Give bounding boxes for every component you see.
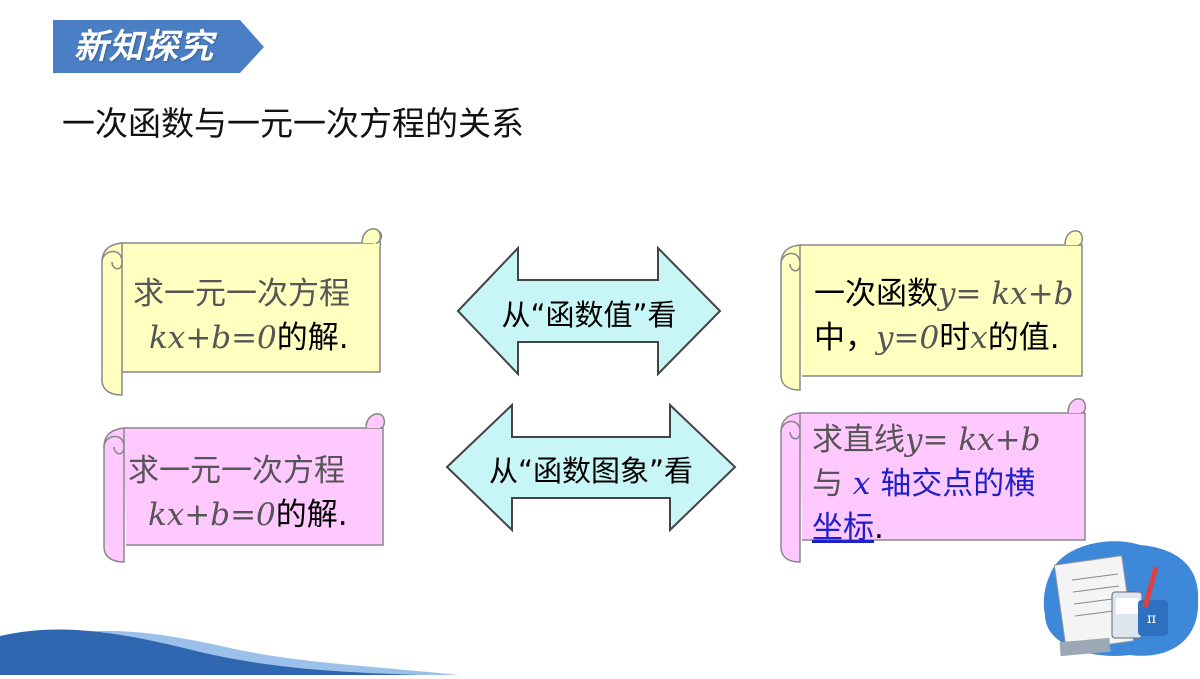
scroll-bottom-right-text: 求直线y= kx+b 与 x 轴交点的横 坐标. [812,418,1040,550]
scroll-top-left-eq: kx+b=0 [149,320,277,356]
scroll-top-right-line2-post: 的值. [987,320,1060,356]
scroll-bottom-right [780,398,1087,563]
scroll-top-left-suffix: 的解. [276,320,349,356]
scroll-top-right [780,230,1084,391]
scroll-top-left-line1: 求一元一次方程 [133,276,350,312]
scroll-bottom-left [103,413,386,563]
double-arrow-bottom [445,402,737,533]
scroll-top-right-line2-pre: 中， [814,320,876,356]
scroll-top-right-text: 一次函数y= kx+b 中，y=0时x的值. [814,272,1073,360]
arrow-bottom-label: 从“函数图象”看 [488,454,694,488]
scroll-bottom-right-line2-pre: 与 [812,466,853,502]
scroll-top-right-line1-pre: 一次函数 [814,276,938,312]
scroll-top-right-line2-var: x [970,320,988,356]
scroll-bottom-right-line3-post: . [874,510,884,546]
math-tools-illustration [1043,541,1199,657]
scroll-top-right-line2-mid: 时 [939,320,971,356]
scroll-bottom-left-eq: kx+b=0 [148,497,276,533]
scroll-bottom-right-line2-mid: 轴交点的 [870,466,1005,502]
scroll-bottom-right-line1-pre: 求直线 [812,422,905,458]
scroll-top-left-text: 求一元一次方程 kx+b=0的解. [133,272,350,360]
scroll-bottom-left-suffix: 的解. [275,497,348,533]
arrow-top-label: 从“函数值”看 [501,298,677,332]
scroll-bottom-left-line1: 求一元一次方程 [128,453,345,489]
scroll-bottom-right-line3-blue: 坐标 [812,510,874,546]
double-arrow-top [456,245,722,377]
scroll-top-right-line1-eq: y= kx+b [938,276,1074,312]
lesson-subtitle: 一次函数与一元一次方程的关系 [62,104,524,143]
scroll-top-right-line2-eq: y=0 [876,320,940,356]
pi-icon: π [1147,611,1156,627]
section-heading: 新知探究 [74,27,214,67]
scroll-bottom-right-line2-blue: 横 [1004,466,1036,502]
scroll-bottom-left-text: 求一元一次方程 kx+b=0的解. [128,449,348,537]
scroll-bottom-right-line1-eq: y= kx+b [905,422,1041,458]
scroll-top-left [101,228,383,396]
scroll-bottom-right-line2-var: x [852,466,871,502]
